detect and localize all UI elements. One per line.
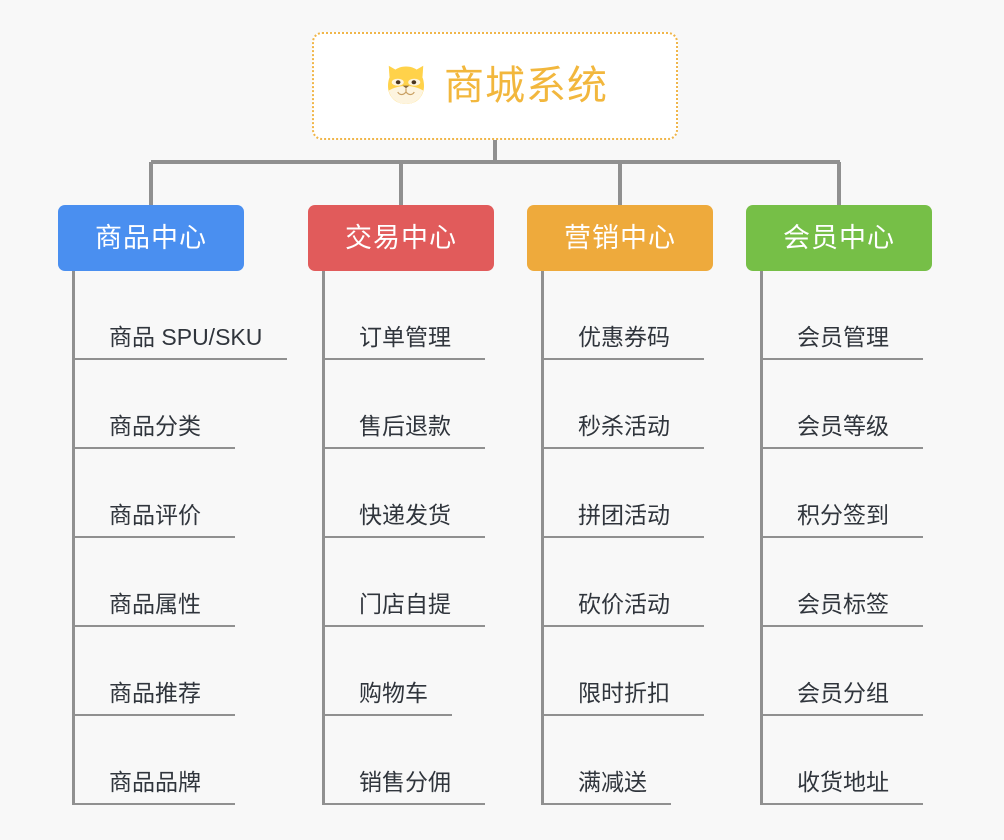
leaf-item[interactable]: 积分签到 — [760, 449, 966, 538]
leaf-label: 收货地址 — [797, 768, 889, 795]
leaf-item[interactable]: 收货地址 — [760, 716, 966, 805]
leaf-item[interactable]: 商品属性 — [72, 538, 278, 627]
leaf-label: 会员管理 — [797, 323, 889, 350]
leaf-item[interactable]: 销售分佣 — [322, 716, 528, 805]
leaf-label: 销售分佣 — [359, 768, 451, 795]
leaf-item[interactable]: 购物车 — [322, 627, 528, 716]
leaf-label: 拼团活动 — [578, 501, 670, 528]
leaf-item[interactable]: 限时折扣 — [541, 627, 747, 716]
category-header-trade[interactable]: 交易中心 — [308, 205, 494, 271]
category-column-member: 会员中心 会员管理 会员等级 积分签到 会员标签 会员分组 — [746, 205, 966, 805]
leaf-label: 积分签到 — [797, 501, 889, 528]
category-header-member[interactable]: 会员中心 — [746, 205, 932, 271]
leaf-list-product: 商品 SPU/SKU 商品分类 商品评价 商品属性 商品推荐 商品品牌 — [72, 271, 287, 805]
leaf-list-trade: 订单管理 售后退款 快递发货 门店自提 购物车 销售分佣 — [322, 271, 528, 805]
leaf-list-member: 会员管理 会员等级 积分签到 会员标签 会员分组 收货地址 — [760, 271, 966, 805]
leaf-label: 会员标签 — [797, 590, 889, 617]
root-node[interactable]: 商城系统 — [312, 32, 678, 140]
leaf-label: 商品 SPU/SKU — [109, 323, 263, 350]
leaf-label: 售后退款 — [359, 412, 451, 439]
leaf-label: 商品评价 — [109, 501, 201, 528]
leaf-label: 购物车 — [359, 679, 428, 706]
category-column-marketing: 营销中心 优惠券码 秒杀活动 拼团活动 砍价活动 限时折扣 — [527, 205, 747, 805]
leaf-item[interactable]: 会员等级 — [760, 360, 966, 449]
leaf-label: 商品推荐 — [109, 679, 201, 706]
category-header-label: 营销中心 — [564, 222, 676, 253]
category-column-product: 商品中心 商品 SPU/SKU 商品分类 商品评价 商品属性 商品推荐 — [58, 205, 287, 805]
leaf-label: 满减送 — [578, 768, 647, 795]
leaf-item[interactable]: 会员分组 — [760, 627, 966, 716]
leaf-label: 秒杀活动 — [578, 412, 670, 439]
category-column-trade: 交易中心 订单管理 售后退款 快递发货 门店自提 购物车 — [308, 205, 528, 805]
leaf-label: 订单管理 — [359, 323, 451, 350]
leaf-item[interactable]: 商品评价 — [72, 449, 278, 538]
category-header-marketing[interactable]: 营销中心 — [527, 205, 713, 271]
leaf-label: 商品分类 — [109, 412, 201, 439]
category-header-label: 商品中心 — [95, 222, 207, 253]
leaf-label: 会员分组 — [797, 679, 889, 706]
shiba-dog-face-icon — [388, 65, 424, 104]
leaf-item[interactable]: 秒杀活动 — [541, 360, 747, 449]
leaf-item[interactable]: 商品品牌 — [72, 716, 278, 805]
leaf-label: 门店自提 — [359, 590, 451, 617]
category-header-label: 会员中心 — [783, 222, 895, 253]
leaf-label: 优惠券码 — [578, 323, 670, 350]
leaf-item[interactable]: 满减送 — [541, 716, 747, 805]
leaf-item[interactable]: 拼团活动 — [541, 449, 747, 538]
leaf-item[interactable]: 商品 SPU/SKU — [72, 271, 287, 360]
leaf-label: 砍价活动 — [578, 590, 670, 617]
leaf-list-marketing: 优惠券码 秒杀活动 拼团活动 砍价活动 限时折扣 满减送 — [541, 271, 747, 805]
root-title: 商城系统 — [444, 64, 608, 108]
leaf-item[interactable]: 会员管理 — [760, 271, 966, 360]
category-header-label: 交易中心 — [345, 222, 457, 253]
leaf-item[interactable]: 售后退款 — [322, 360, 528, 449]
leaf-label: 会员等级 — [797, 412, 889, 439]
leaf-label: 商品属性 — [109, 590, 201, 617]
leaf-item[interactable]: 会员标签 — [760, 538, 966, 627]
category-header-product[interactable]: 商品中心 — [58, 205, 244, 271]
leaf-item[interactable]: 门店自提 — [322, 538, 528, 627]
leaf-item[interactable]: 商品推荐 — [72, 627, 278, 716]
leaf-item[interactable]: 优惠券码 — [541, 271, 747, 360]
leaf-label: 快递发货 — [359, 501, 451, 528]
leaf-item[interactable]: 商品分类 — [72, 360, 278, 449]
leaf-label: 限时折扣 — [578, 679, 670, 706]
leaf-label: 商品品牌 — [109, 768, 201, 795]
leaf-item[interactable]: 砍价活动 — [541, 538, 747, 627]
leaf-item[interactable]: 订单管理 — [322, 271, 528, 360]
leaf-item[interactable]: 快递发货 — [322, 449, 528, 538]
